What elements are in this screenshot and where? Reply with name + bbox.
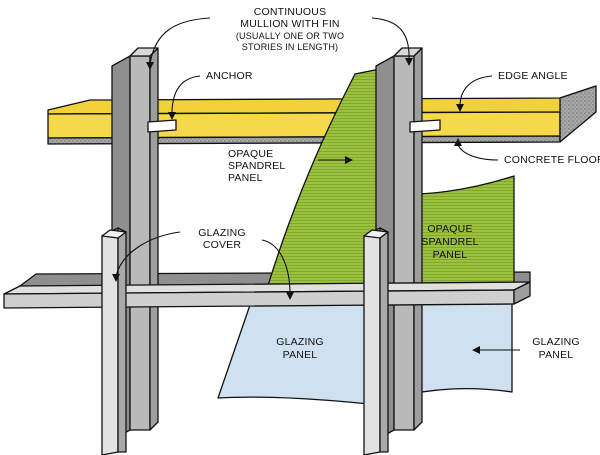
label-glazing-cover: GLAZING COVER — [198, 227, 246, 251]
spandrel-right-line-2: SPANDREL — [421, 236, 478, 248]
label-glazing-panel-left: GLAZING PANEL — [276, 336, 324, 361]
label-edge-angle: EDGE ANGLE — [498, 70, 568, 82]
mullion-note-2: STORIES IN LENGTH) — [242, 42, 338, 52]
glazing-right-line-1: GLAZING — [532, 336, 580, 348]
label-anchor: ANCHOR — [206, 70, 253, 82]
glazing-cover-horizontal — [3, 281, 531, 309]
glazing-left-line-1: GLAZING — [276, 336, 324, 348]
spandrel-left-line-2: SPANDREL — [228, 160, 285, 172]
label-mullion: CONTINUOUS MULLION WITH FIN (USUALLY ONE… — [236, 6, 344, 52]
anchor-left — [147, 119, 177, 133]
mullion-line-1: CONTINUOUS — [254, 6, 327, 18]
anchor-right — [409, 119, 441, 133]
spandrel-left-line-3: PANEL — [228, 172, 263, 184]
mullion-line-2: MULLION WITH FIN — [240, 18, 339, 30]
leaders — [112, 17, 520, 354]
glazing-cover-line-2: COVER — [203, 239, 242, 251]
glazing-cover-vertical-left — [101, 227, 127, 455]
label-concrete-floor: CONCRETE FLOOR — [504, 154, 600, 166]
spandrel-left-line-1: OPAQUE — [228, 148, 273, 160]
label-opaque-spandrel-right: OPAQUE SPANDREL PANEL — [421, 223, 478, 261]
label-opaque-spandrel-left: OPAQUE SPANDREL PANEL — [228, 148, 285, 184]
spandrel-right-line-1: OPAQUE — [427, 223, 472, 235]
spandrel-right-line-3: PANEL — [433, 249, 468, 261]
glazing-left-line-2: PANEL — [283, 349, 318, 361]
glazing-cover-vertical-right — [363, 227, 389, 455]
glazing-cover-line-1: GLAZING — [198, 227, 246, 239]
concrete-cut-end — [559, 85, 597, 143]
label-glazing-panel-right: GLAZING PANEL — [532, 336, 580, 361]
glazing-right-line-2: PANEL — [539, 349, 574, 361]
mullion-note-1: (USUALLY ONE OR TWO — [236, 31, 344, 41]
